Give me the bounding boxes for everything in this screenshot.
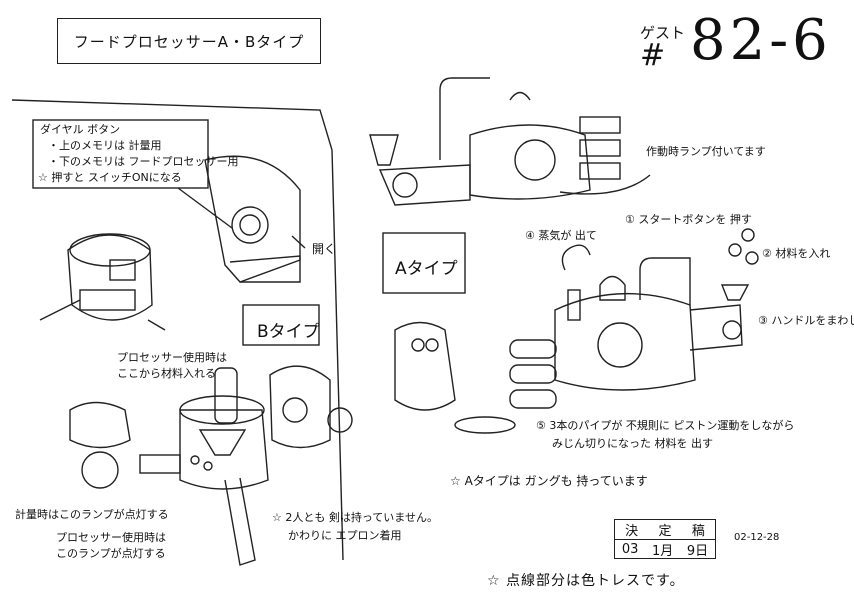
label-piston-1: ⑤ 3本のパイプが 不規則に ピストン運動をしながら: [536, 419, 795, 432]
stamp-date-part: 03: [621, 542, 639, 557]
dial-note-line1: ・上のメモリは 計量用: [48, 139, 162, 152]
label-start: ① スタートボタンを 押す: [625, 213, 752, 226]
dial-pointer: [177, 187, 233, 229]
dial-note-heading: ダイヤル ボタン: [40, 123, 121, 136]
stamp-char: 定: [658, 524, 672, 539]
label-b-type: Bタイプ: [257, 322, 320, 342]
approval-stamp: 決 定 稿 03 1月 9日: [614, 519, 716, 559]
label-a-type: Aタイプ: [395, 259, 458, 279]
dial-note-line3: ☆ 押すと スイッチONになる: [38, 171, 182, 184]
open-arrow: [291, 235, 306, 249]
label-ingredients: ② 材料を入れ: [762, 247, 831, 260]
label-a-gong: ☆ Aタイプは ガングも 持っています: [450, 474, 648, 488]
guest-number: 82-6: [690, 8, 832, 73]
stamp-date-part: 1月: [651, 544, 674, 559]
stamp-char: 決: [625, 524, 639, 539]
stamp-date-part: 9日: [686, 544, 709, 559]
label-proc-lamp-2: このランプが点灯する: [56, 547, 166, 560]
footer-note: ☆ 点線部分は色トレスです。: [487, 573, 685, 589]
guest-label: ゲスト: [640, 24, 686, 42]
dial-closeup: [204, 155, 301, 283]
b-type-machine: [179, 409, 269, 490]
panel-divider: [11, 99, 344, 561]
label-no-sword-1: ☆ 2人とも 剣は持っていません。: [272, 511, 438, 524]
stamp-char: 稿: [691, 524, 705, 539]
dial-knob: [231, 206, 269, 244]
label-piston-2: みじん切りになった 材料を 出す: [552, 437, 713, 450]
penguin-character: [394, 321, 456, 411]
robot-left: [69, 401, 131, 449]
label-lamp-on: 作動時ランプ付いてます: [646, 145, 766, 158]
ingredient-beans: [741, 228, 755, 242]
robot-right: [269, 365, 331, 449]
a-type-box: [382, 232, 466, 294]
label-handle: ③ ハンドルをまわし: [758, 314, 854, 327]
label-steam: ④ 蒸気が 出て: [525, 229, 597, 242]
page-title: フードプロセッサーA・Bタイプ: [57, 18, 321, 64]
label-no-sword-2: かわりに エプロン着用: [288, 529, 402, 542]
label-b-input-1: プロセッサー使用時は: [117, 351, 227, 364]
label-proc-lamp-1: プロセッサー使用時は: [56, 531, 166, 544]
steam-cloud: [561, 244, 591, 271]
label-open: 開く: [312, 242, 337, 256]
a-type-machine-top: [378, 164, 471, 206]
a-type-machine-main: [554, 293, 696, 391]
label-b-input-2: ここから材料入れる: [117, 367, 216, 380]
guest-hash: #: [640, 38, 666, 73]
dial-note-box: [32, 119, 209, 189]
label-measure-lamp: 計量時はこのランプが点灯する: [15, 508, 169, 521]
signature-date: 02-12-28: [734, 532, 780, 543]
b-type-top-view: [67, 234, 153, 321]
b-type-box: [242, 304, 320, 346]
dial-note-line2: ・下のメモリは フードプロセッサー用: [48, 155, 239, 168]
